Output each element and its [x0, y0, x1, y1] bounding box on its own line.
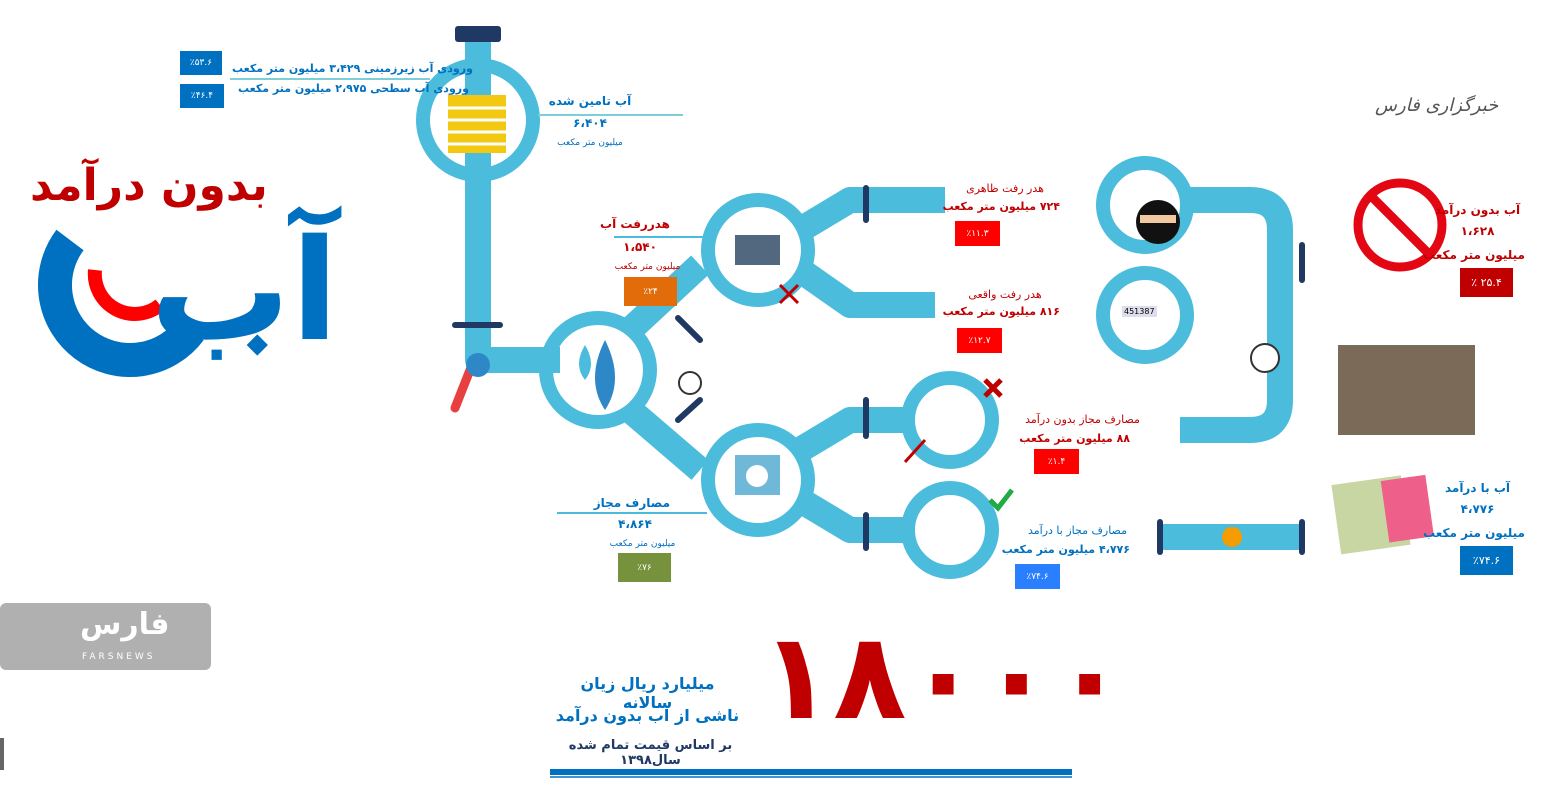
thief-icon [1136, 200, 1180, 244]
auth-revenue-percent: ٪۷۴.۶ [1015, 564, 1060, 589]
gauge-icon [678, 371, 702, 395]
supplied-label: آب تامین شده [548, 94, 632, 108]
real-loss-value: ۸۱۶ میلیون متر مکعب [942, 305, 1060, 318]
nrw-unit: میلیون متر مکعب [1423, 248, 1525, 262]
loss-amount: ۱۸۰۰۰ [760, 608, 1130, 747]
loss-label: هدررفت آب [600, 217, 670, 231]
surface-label: ورودی آب سطحی ۲،۹۷۵ میلیون متر مکعب [238, 82, 469, 95]
auth-nonrevenue-value: ۸۸ میلیون متر مکعب [1019, 432, 1130, 445]
revenue-water-unit: میلیون متر مکعب [1423, 526, 1525, 540]
pipe-apparent [793, 187, 945, 242]
auth-nonrevenue-label: مصارف مجاز بدون درآمد [1025, 413, 1140, 426]
nrw-value: ۱،۶۲۸ [1460, 224, 1495, 238]
loss-line1: میلیارد ریال زیان سالانه [580, 674, 715, 712]
nrw-percent: ٪ ۲۵.۴ [1460, 268, 1513, 297]
apparent-loss-label: هدر رفت ظاهری [966, 182, 1044, 195]
loss-line2: ناشی از آب بدون درآمد [555, 706, 740, 725]
junction-icon [1222, 527, 1242, 547]
surface-percent: ٪۴۶.۴ [180, 84, 224, 108]
no-money-icon [1353, 178, 1447, 272]
fars-logo-top: خبرگزاری فارس [1375, 95, 1499, 116]
repair-photo [1338, 345, 1475, 435]
supplied-unit: میلیون متر مکعب [557, 138, 623, 148]
fars-logo-latin: FARSNEWS [82, 652, 156, 662]
gauge-icon [1250, 343, 1280, 373]
real-loss-percent: ٪۱۲.۷ [957, 328, 1002, 353]
revenue-water-percent: ٪۷۴.۶ [1460, 546, 1513, 575]
loss-line3: بر اساس قیمت تمام شده سال۱۳۹۸ [568, 738, 733, 768]
fars-logo-text: فارس [80, 607, 170, 642]
cross-icon [983, 378, 1003, 398]
valve-handle [450, 365, 475, 413]
nrw-label: آب بدون درآمد [1434, 203, 1521, 217]
auth-revenue-value: ۴،۷۷۶ میلیون متر مکعب [1001, 543, 1130, 556]
supplied-value: ۶،۴۰۴ [573, 116, 607, 130]
faucet-icon [735, 235, 780, 265]
groundwater-percent: ٪۵۳.۶ [180, 51, 222, 75]
pipe-u [1180, 187, 1293, 443]
apparent-loss-percent: ٪۱۱.۳ [955, 221, 1000, 246]
loss-unit: میلیون متر مکعب [614, 262, 681, 272]
water-meter-reading: 451387 [1122, 306, 1157, 317]
authorized-label: مصارف مجاز [593, 496, 670, 510]
water-drop-icon [595, 340, 615, 410]
revenue-water-value: ۴،۷۷۶ [1460, 502, 1495, 516]
farsnews-watermark [0, 603, 211, 670]
loss-percent: ٪۲۴ [624, 277, 677, 306]
auth-nonrevenue-percent: ٪۱.۴ [1034, 449, 1079, 474]
apparent-loss-value: ۷۲۴ میلیون متر مکعب [942, 200, 1060, 213]
authorized-unit: میلیون متر مکعب [609, 539, 676, 549]
revenue-water-label: آب با درآمد [1444, 481, 1511, 495]
auth-revenue-label: مصارف مجاز با درآمد [1028, 524, 1127, 537]
authorized-value: ۴،۸۶۴ [618, 517, 652, 531]
loss-value: ۱،۵۴۰ [623, 240, 657, 254]
pipe-real [792, 259, 935, 318]
groundwater-label: ورودی آب زیرزمینی ۳،۴۲۹ میلیون متر مکعب [232, 62, 473, 75]
title-subtitle: بدون درآمد [30, 160, 268, 211]
real-loss-label: هدر رفت واقعی [968, 288, 1042, 301]
check-icon [988, 488, 1014, 512]
authorized-percent: ٪۷۶ [618, 553, 671, 582]
title-ab: آب [150, 210, 339, 373]
